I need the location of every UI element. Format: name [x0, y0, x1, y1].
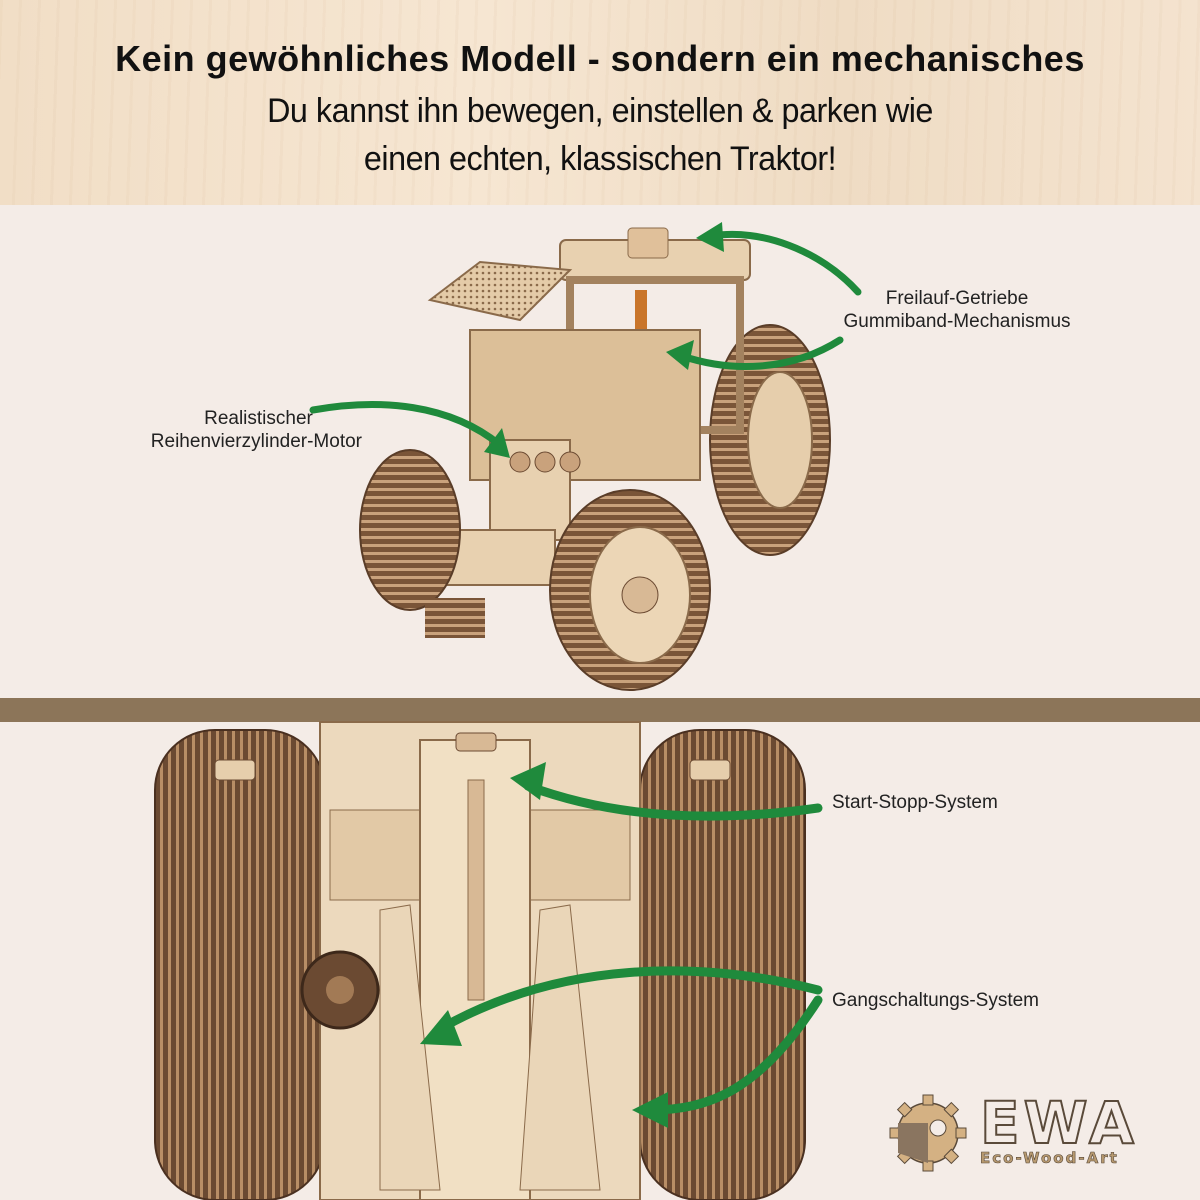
header-banner: Kein gewöhnliches Modell - sondern ein m… [0, 0, 1200, 205]
arrow-icon [309, 230, 862, 449]
callout-line: Realistischer [204, 408, 313, 429]
callout-start-stop-system: Start-Stopp-System [832, 792, 998, 813]
callout-freewheel-gear: Freilauf-Getriebe Gummiband-Mechanismus [812, 287, 1102, 333]
subheadline-line-2: einen echten, klassischen Traktor! [363, 140, 837, 178]
callout-line: Reihenvierzylinder-Motor [150, 431, 362, 452]
subheadline-line-1: Du kannst ihn bewegen, einstellen & park… [267, 92, 933, 130]
callout-line: Gummiband-Mechanismus [843, 311, 1071, 332]
tractor-rear-view [154, 721, 806, 1200]
tractor-top-view [359, 227, 831, 691]
callout-inline-four-engine: Realistischer Reihenvierzylinder-Motor [100, 407, 362, 453]
logo-wordmark: EWA [979, 1088, 1138, 1158]
arrow-icon [433, 781, 823, 1115]
callout-line: Freilauf-Getriebe [885, 288, 1029, 309]
logo-tagline: Eco-Wood-Art [980, 1149, 1119, 1168]
section-divider [0, 698, 1200, 722]
ewa-logo: EWA Eco-Wood-Art [888, 1088, 1163, 1173]
callout-gear-shift-system: Gangschaltungs-System [832, 990, 1039, 1011]
gear-puzzle-icon [889, 1094, 967, 1172]
wood-grain-texture [0, 0, 1200, 205]
headline: Kein gewöhnliches Modell - sondern ein m… [115, 38, 1085, 79]
